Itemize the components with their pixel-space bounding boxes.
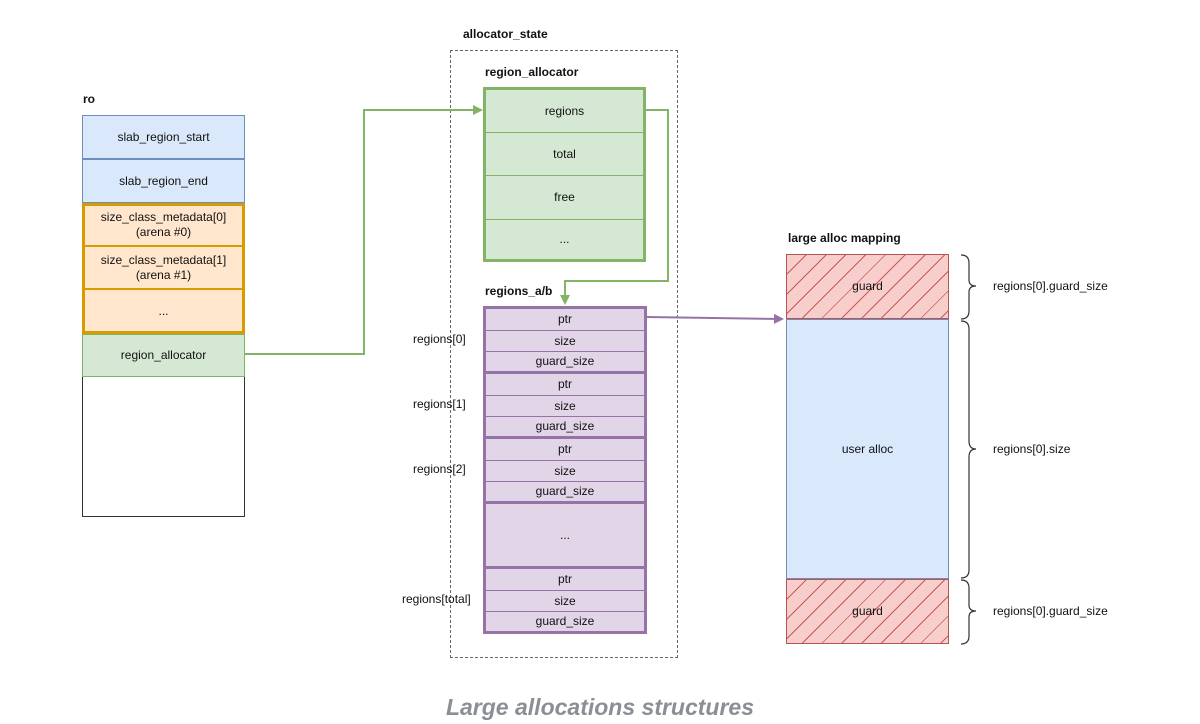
arrow-ptr-to-mapping [646,313,784,324]
region-allocator-field-total: total [486,133,643,176]
ro-region-allocator-cell: region_allocator [82,334,245,377]
ro-region-allocator-label: region_allocator [120,348,207,362]
region-allocator-struct: regions total free ... [483,87,646,262]
ro-block: slab_region_start slab_region_end size_c… [82,115,245,517]
user-alloc-block: user alloc [786,319,949,579]
regions-total-index-label: regions[total] [402,592,471,606]
slab-region-start-cell: slab_region_start [82,115,245,159]
region-allocator-field-ellipsis: ... [559,232,570,246]
allocator-state-title: allocator_state [463,27,548,41]
arena-1-label: (arena #1) [135,267,192,282]
size-class-metadata-1-cell: size_class_metadata[1] (arena #1) [82,246,245,289]
brace-label-top: regions[0].guard_size [993,279,1108,293]
user-alloc-label: user alloc [841,441,894,456]
arrow-ro-to-region-allocator [245,105,483,355]
regions-2-guard-size: guard_size [486,482,644,504]
regions-2-ptr: ptr [486,439,644,461]
regions-ab-title: regions_a/b [485,284,553,298]
regions-1-guard-size: guard_size [486,417,644,439]
brace-label-bottom: regions[0].guard_size [993,604,1108,618]
regions-total-guard-size: guard_size [535,614,595,628]
size-class-metadata-ellipsis-label: ... [158,303,169,318]
region-allocator-title: region_allocator [485,65,579,79]
regions-0-index-label: regions[0] [413,332,466,346]
size-class-metadata-highlight [82,203,245,334]
guard-top-block: guard [786,254,949,319]
guard-top-label: guard [852,279,883,293]
allocator-state-container [450,50,678,658]
regions-1-index-label: regions[1] [413,397,466,411]
large-alloc-mapping-title: large alloc mapping [788,231,901,245]
regions-ab-array: ptr size guard_size ptr size guard_size … [483,306,647,634]
size-class-metadata-1-label: size_class_metadata[1] [100,252,227,267]
slab-region-end-cell: slab_region_end [82,159,245,203]
regions-total-ptr: ptr [486,569,644,591]
regions-total-size: size [486,591,644,612]
arena-0-label: (arena #0) [135,224,192,239]
brace-middle [960,320,977,579]
regions-1-ptr: ptr [486,374,644,396]
regions-ellipsis: ... [486,504,644,569]
ro-title: ro [83,92,95,106]
regions-0-ptr: ptr [486,309,644,331]
size-class-metadata-0-label: size_class_metadata[0] [100,209,227,224]
region-allocator-field-free: free [486,176,643,220]
guard-bottom-label: guard [852,604,883,618]
brace-top [960,254,977,320]
region-allocator-field-regions: regions [486,90,643,133]
slab-region-end-label: slab_region_end [119,173,208,188]
regions-2-index-label: regions[2] [413,462,466,476]
figure-caption: Large allocations structures [445,694,755,720]
slab-region-start-label: slab_region_start [117,129,210,144]
brace-label-middle: regions[0].size [993,442,1071,456]
arrow-regions-to-array [560,109,669,305]
guard-bottom-block: guard [786,579,949,644]
regions-2-size: size [486,461,644,482]
size-class-metadata-ellipsis-cell: ... [82,289,245,333]
regions-0-size: size [486,331,644,352]
brace-bottom [960,579,977,645]
regions-1-size: size [486,396,644,417]
regions-0-guard-size: guard_size [486,352,644,374]
